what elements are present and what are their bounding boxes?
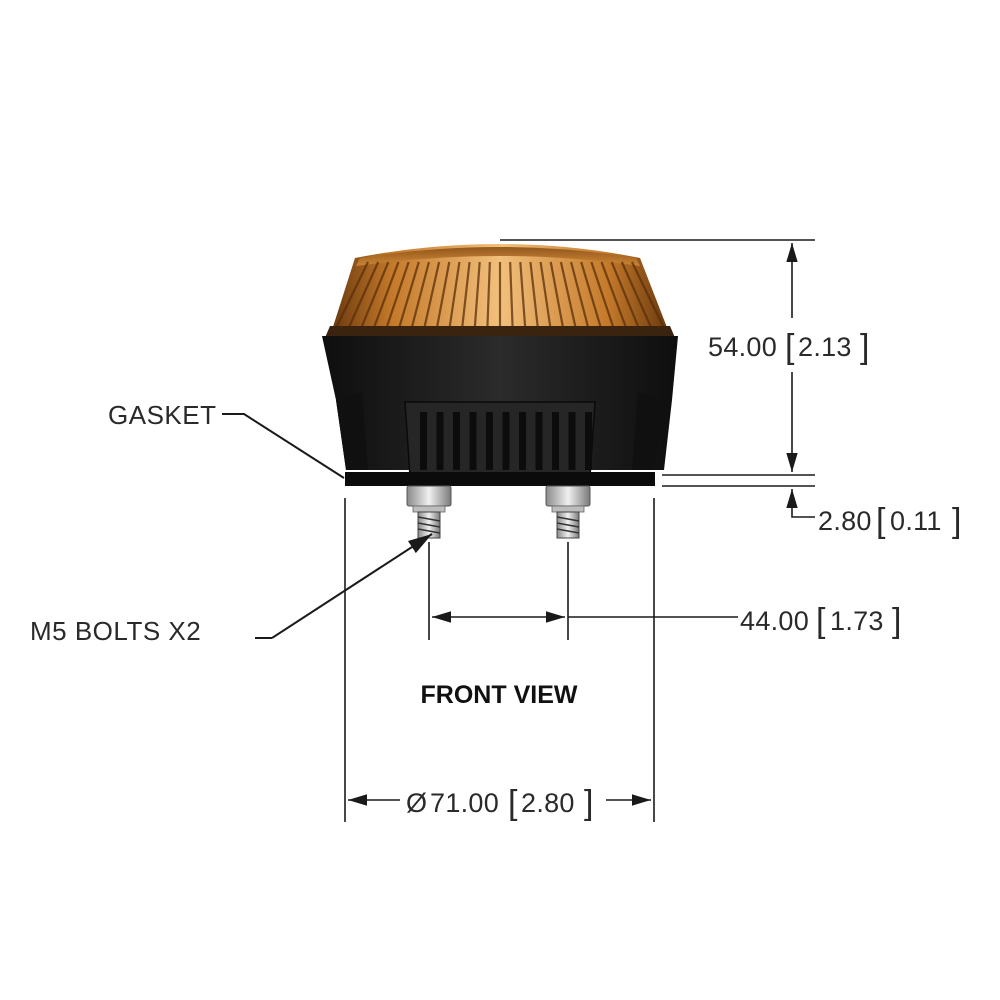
- lens-rib: [435, 261, 451, 329]
- svg-text:[: [: [508, 784, 518, 822]
- lens-rib: [360, 261, 390, 329]
- lens-rib: [347, 261, 380, 329]
- vent-slot: [453, 412, 460, 470]
- svg-text:[: [: [816, 602, 826, 640]
- diameter-dimension: Ø 71.00 [ 2.80 ]: [344, 498, 655, 822]
- height-in: 2.13: [798, 332, 852, 362]
- lens-rib: [620, 261, 653, 329]
- gasket-thickness-dimension: 2.80 [ 0.11 ]: [662, 485, 961, 540]
- vent-slot: [519, 412, 526, 470]
- lens-rib: [410, 261, 430, 329]
- bolt-right: [545, 485, 591, 539]
- svg-text:]: ]: [860, 328, 869, 366]
- vent-slot: [486, 412, 493, 470]
- lens-rib: [398, 261, 420, 329]
- svg-text:]: ]: [952, 502, 961, 540]
- lens-rib: [519, 261, 527, 329]
- lens-rib: [423, 261, 441, 329]
- vent-panel: [404, 401, 596, 477]
- svg-text:[: [: [876, 502, 886, 540]
- lens-rib: [600, 261, 628, 329]
- lens-rib: [335, 261, 369, 329]
- lamp-illustration: [322, 244, 678, 539]
- lens-rib: [385, 261, 410, 329]
- vent-slots: [420, 412, 592, 470]
- lens-rib: [549, 261, 565, 329]
- height-mm: 54.00: [708, 332, 777, 362]
- vent-slot: [568, 412, 576, 470]
- gasket: [345, 472, 655, 486]
- lens-rib: [473, 261, 481, 329]
- bolt-spacing-dimension: 44.00 [ 1.73 ]: [428, 542, 901, 640]
- svg-text:[: [: [785, 328, 795, 366]
- lens-rib: [448, 261, 461, 329]
- lens-ribs: [335, 261, 665, 329]
- lens-rib: [610, 261, 640, 329]
- vent-slot: [502, 412, 510, 470]
- vent-slot: [420, 412, 427, 470]
- gasket-callout: GASKET: [108, 400, 345, 479]
- bolt-left: [406, 485, 452, 539]
- lens-rib: [486, 261, 491, 329]
- lens-rib: [539, 261, 552, 329]
- view-title: FRONT VIEW: [421, 681, 578, 709]
- diameter-in: 2.80: [521, 788, 575, 818]
- lens-rib: [570, 261, 590, 329]
- vent-slot: [469, 412, 477, 470]
- lens-rib: [631, 261, 665, 329]
- lens-rib: [529, 261, 539, 329]
- svg-text:]: ]: [892, 602, 901, 640]
- vent-slot: [585, 412, 592, 470]
- diameter-mm: 71.00: [430, 788, 499, 818]
- lens-rib: [580, 261, 602, 329]
- lens-rib: [509, 261, 514, 329]
- lens-rib: [461, 261, 471, 329]
- gasket-label: GASKET: [108, 400, 216, 430]
- bolts-label: M5 BOLTS X2: [30, 616, 201, 646]
- bolt-spacing-in: 1.73: [830, 606, 884, 636]
- gasket-mm: 2.80: [818, 506, 872, 536]
- bolt-spacing-mm: 44.00: [740, 606, 809, 636]
- height-dimension: 54.00 [ 2.13 ]: [500, 239, 869, 476]
- svg-text:]: ]: [584, 784, 593, 822]
- vent-slot: [436, 412, 444, 470]
- lens-rib: [372, 261, 400, 329]
- bolts-callout: M5 BOLTS X2: [30, 533, 433, 646]
- gasket-in: 0.11: [890, 506, 942, 536]
- vent-slot: [535, 412, 543, 470]
- lens-rib: [590, 261, 615, 329]
- lens-rib: [559, 261, 577, 329]
- vent-slot: [552, 412, 559, 470]
- diameter-symbol: Ø: [406, 788, 427, 818]
